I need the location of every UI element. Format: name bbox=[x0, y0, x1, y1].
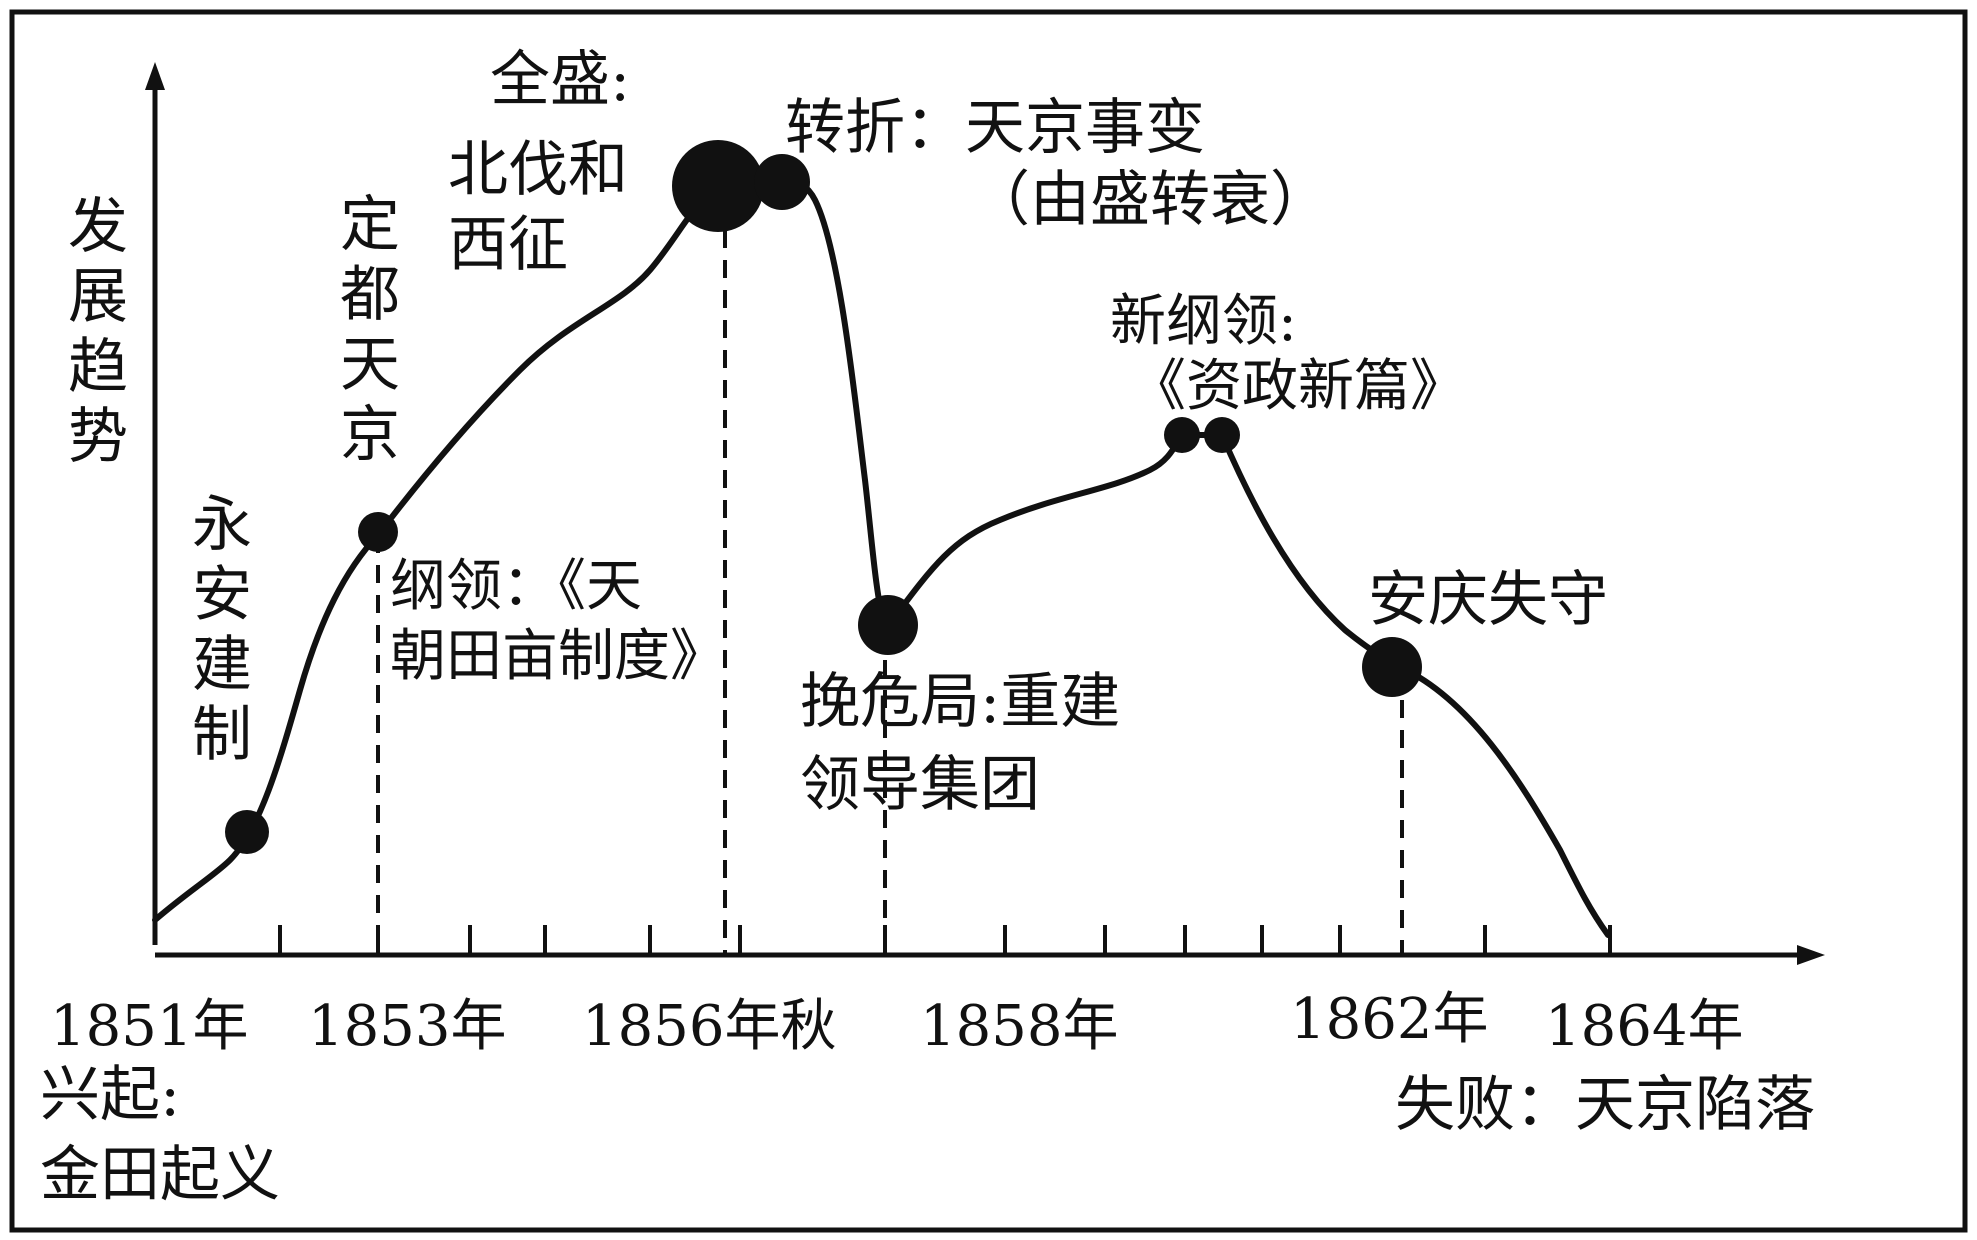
year-1853: 1853年 bbox=[308, 994, 507, 1059]
x-axis-arrow bbox=[1797, 945, 1825, 965]
y-axis-label-char: 发 bbox=[68, 192, 128, 262]
gangling-label-line2: 朝田亩制度》 bbox=[390, 624, 726, 689]
y-axis-label-char: 趋 bbox=[68, 332, 128, 402]
yongan-label-char: 制 bbox=[192, 700, 252, 770]
point-yongan bbox=[225, 810, 269, 854]
point-newprog-b bbox=[1204, 417, 1240, 453]
newprog-label-line2: 《资政新篇》 bbox=[1130, 354, 1466, 419]
year-1851: 1851年 bbox=[50, 994, 249, 1059]
axes bbox=[145, 62, 1825, 965]
year-1864: 1864年 bbox=[1545, 994, 1744, 1059]
turn-label-line2: （由盛转衰） bbox=[970, 165, 1330, 235]
point-dingdu bbox=[358, 512, 398, 552]
rise-label-line2: 金田起义 bbox=[40, 1140, 280, 1210]
yongan-label-char: 永 bbox=[192, 490, 252, 560]
yongan-label-char: 建 bbox=[192, 630, 252, 700]
point-newprog-a bbox=[1164, 417, 1200, 453]
point-rescue bbox=[858, 595, 918, 655]
y-axis-label-char: 展 bbox=[68, 262, 128, 332]
dingdu-label-char: 天 bbox=[340, 330, 400, 400]
year-1858: 1858年 bbox=[920, 994, 1119, 1059]
rescue-label-line1: 挽危局:重建 bbox=[800, 667, 1120, 737]
outer-frame bbox=[9, 9, 1968, 1233]
point-anqing bbox=[1362, 637, 1422, 697]
anqing-label: 安庆失守 bbox=[1368, 565, 1608, 635]
x-axis-ticks bbox=[278, 925, 1612, 955]
y-axis-arrow bbox=[145, 62, 165, 90]
rise-label-line1: 兴起: bbox=[40, 1060, 180, 1130]
trend-curve bbox=[152, 172, 1611, 938]
key-points bbox=[225, 140, 1422, 854]
peak-label-line3: 西征 bbox=[448, 210, 568, 280]
year-1862: 1862年 bbox=[1290, 987, 1489, 1052]
year-1856: 1856年秋 bbox=[582, 994, 837, 1059]
newprog-label-line1: 新纲领: bbox=[1110, 289, 1297, 354]
rescue-label-line2: 领导集团 bbox=[800, 750, 1040, 820]
dingdu-label-char: 定 bbox=[340, 190, 400, 260]
yongan-label-char: 安 bbox=[192, 560, 252, 630]
dingdu-label-char: 京 bbox=[340, 400, 400, 470]
dashed-guides bbox=[376, 230, 1404, 955]
peak-label-line1: 全盛: bbox=[490, 45, 630, 115]
peak-label-line2: 北伐和 bbox=[448, 135, 628, 205]
turn-label-line1: 转折：天京事变 bbox=[785, 93, 1205, 163]
point-peak bbox=[672, 140, 764, 232]
point-turn bbox=[754, 154, 810, 210]
dingdu-label-char: 都 bbox=[340, 260, 400, 330]
gangling-label-line1: 纲领：《天 bbox=[390, 554, 642, 619]
fall-label: 失败：天京陷落 bbox=[1395, 1070, 1815, 1140]
y-axis-label-char: 势 bbox=[68, 402, 128, 472]
